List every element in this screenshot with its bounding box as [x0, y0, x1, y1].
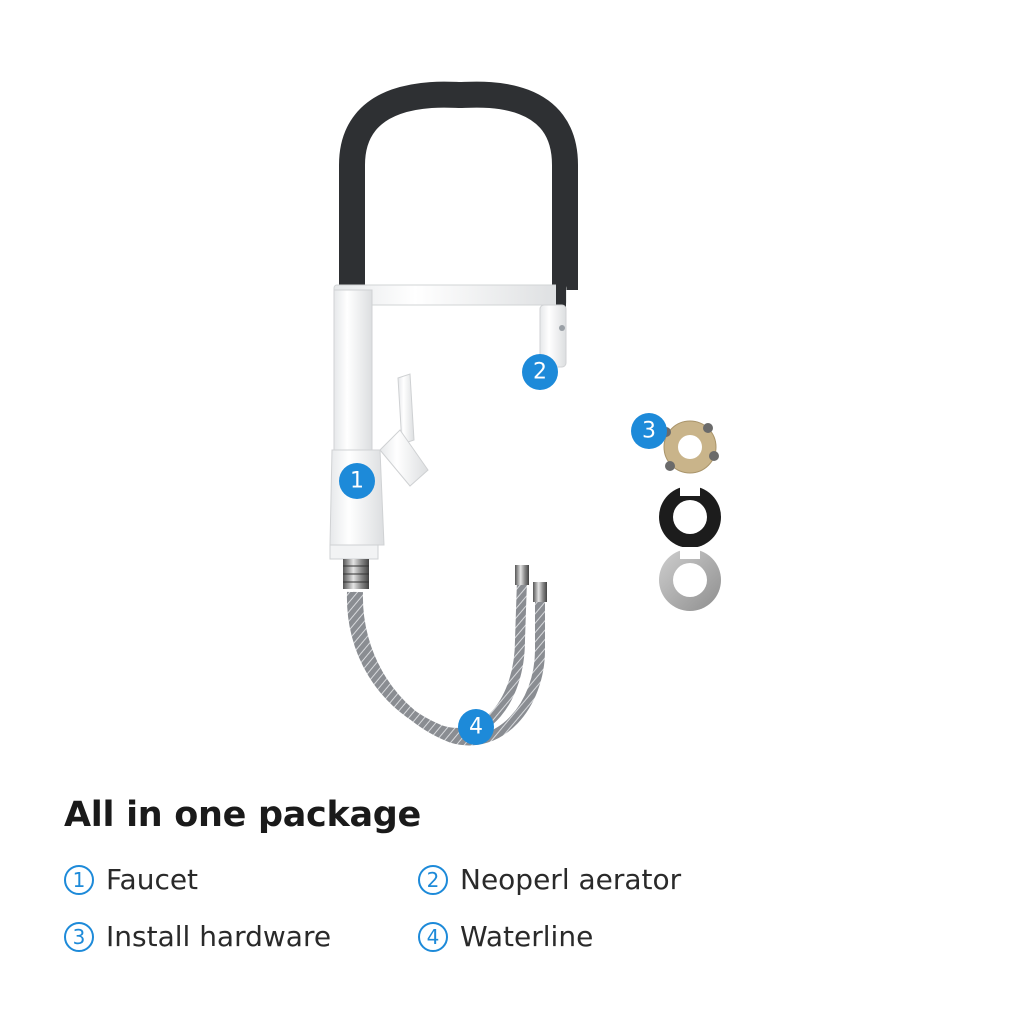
legend-item-hardware: 3 Install hardware	[64, 920, 331, 953]
product-illustration: 1 2 3 4	[329, 81, 721, 746]
svg-text:2: 2	[533, 360, 547, 385]
marker-4: 4	[458, 709, 494, 745]
legend-item-faucet: 1 Faucet	[64, 863, 198, 896]
install-hardware	[659, 420, 721, 611]
package-heading: All in one package	[64, 795, 421, 835]
svg-text:4: 4	[469, 715, 483, 740]
waterline	[346, 565, 547, 746]
faucet	[329, 81, 578, 589]
faucet-base	[329, 544, 379, 560]
rubber-gasket	[659, 484, 721, 548]
legend-item-aerator: 2 Neoperl aerator	[418, 863, 681, 896]
legend-label: Install hardware	[106, 920, 332, 953]
mounting-plate	[661, 420, 719, 474]
svg-text:3: 3	[642, 419, 656, 444]
legend-number: 3	[64, 921, 94, 952]
marker-1: 1	[339, 463, 375, 499]
hose-fitting	[533, 582, 547, 602]
marker-3: 3	[631, 413, 667, 449]
faucet-column	[333, 289, 373, 461]
steel-washer	[659, 547, 721, 611]
marker-2: 2	[522, 354, 558, 390]
legend-item-waterline: 4 Waterline	[418, 920, 593, 953]
hose-fitting	[515, 565, 529, 585]
legend-label: Neoperl aerator	[460, 863, 682, 896]
pull-down-hose	[339, 81, 578, 292]
legend-number: 1	[64, 864, 94, 895]
legend-label: Faucet	[106, 863, 199, 896]
svg-text:1: 1	[350, 469, 364, 494]
legend-label: Waterline	[460, 920, 594, 953]
faucet-handle	[397, 373, 415, 445]
legend-number: 4	[418, 921, 448, 952]
legend-number: 2	[418, 864, 448, 895]
